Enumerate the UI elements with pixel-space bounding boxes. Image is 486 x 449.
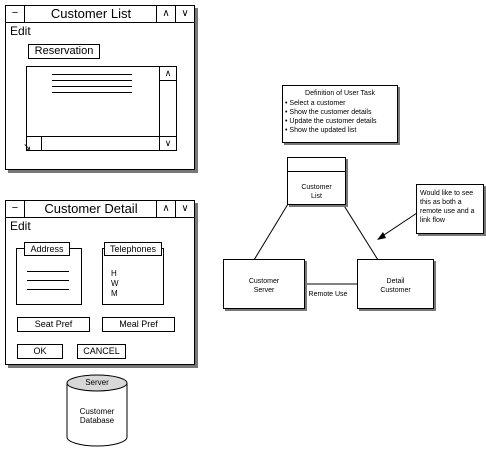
customer-database-icon: [66, 374, 128, 447]
database-server-label: Server: [85, 378, 109, 387]
user-task-item: • Select a customer: [285, 100, 346, 107]
user-task-item: • Update the customer details: [285, 118, 377, 125]
note-line: remote use and a: [420, 208, 475, 215]
scroll-down-icon[interactable]: ∨: [160, 136, 176, 150]
list-to-detail-connector: [342, 203, 379, 261]
customer-server-label-line1: Customer: [248, 278, 280, 285]
address-line[interactable]: [27, 289, 69, 290]
detail-customer-label-line1: Detail: [386, 278, 405, 285]
list-item[interactable]: [52, 74, 132, 75]
vertical-scrollbar[interactable]: ∧ ∨: [159, 67, 176, 150]
customer-listbox[interactable]: ∧ ∨: [26, 66, 177, 151]
node-divider: [288, 171, 345, 172]
seat-pref-button[interactable]: Seat Pref: [17, 317, 90, 332]
user-task-item: • Show the customer details: [285, 109, 372, 116]
customer-detail-titlebar: − Customer Detail ∧ ∨: [6, 201, 194, 218]
phone-type-mobile: M: [111, 289, 118, 298]
system-menu-button[interactable]: −: [6, 6, 25, 22]
user-task-item: • Show the updated list: [285, 127, 357, 134]
note-line: Would like to see: [420, 190, 474, 197]
minimize-icon[interactable]: ∨: [175, 201, 194, 217]
maximize-icon[interactable]: ∧: [156, 6, 175, 22]
window-title: Customer List: [50, 6, 132, 21]
horizontal-scrollbar[interactable]: [27, 136, 159, 150]
list-item[interactable]: [52, 80, 132, 81]
customer-list-titlebar: − Customer List ∧ ∨: [6, 6, 194, 23]
detail-customer-node: Detail Customer: [357, 259, 434, 309]
phone-type-home: H: [111, 269, 117, 278]
address-label: Address: [24, 242, 70, 256]
remote-use-label: Remote Use: [308, 291, 348, 298]
note-line: this as both a: [420, 199, 462, 206]
note-line: link flow: [420, 217, 445, 224]
cancel-button[interactable]: CANCEL: [77, 344, 126, 359]
scroll-up-icon[interactable]: ∧: [160, 67, 176, 81]
customer-list-node: Customer List: [287, 157, 346, 205]
menu-edit[interactable]: Edit: [10, 219, 31, 233]
list-to-server-connector: [253, 203, 289, 261]
menu-edit[interactable]: Edit: [10, 24, 31, 38]
address-line[interactable]: [27, 280, 69, 281]
telephones-label: Telephones: [104, 242, 162, 256]
address-line[interactable]: [27, 271, 69, 272]
meal-pref-button[interactable]: Meal Pref: [102, 317, 175, 332]
note-arrowhead: [377, 232, 386, 240]
note-box: Would like to see this as both a remote …: [416, 184, 484, 234]
reservation-button[interactable]: Reservation: [28, 44, 100, 59]
phone-type-work: W: [111, 279, 119, 288]
customer-list-label-line2: List: [311, 193, 322, 200]
scroll-left-box[interactable]: [27, 137, 42, 150]
note-arrow: [380, 212, 418, 238]
customer-list-label-line1: Customer: [301, 184, 332, 191]
database-label-line2: Database: [79, 416, 115, 425]
customer-list-window: − Customer List ∧ ∨ Edit Reservation ∧ ∨…: [5, 5, 195, 170]
user-task-definition-box: Definition of User Task • Select a custo…: [282, 85, 398, 143]
user-task-title: Definition of User Task: [305, 90, 375, 97]
customer-server-node: Customer Server: [223, 259, 305, 309]
window-title: Customer Detail: [44, 201, 138, 216]
ok-button[interactable]: OK: [17, 344, 63, 359]
list-item[interactable]: [52, 92, 132, 93]
customer-server-label-line2: Server: [253, 287, 275, 294]
maximize-icon[interactable]: ∧: [156, 201, 175, 217]
customer-detail-window: − Customer Detail ∧ ∨ Edit Address H W M…: [5, 200, 195, 365]
resize-cursor-icon: ↘: [23, 142, 32, 153]
system-menu-button[interactable]: −: [6, 201, 25, 217]
database-label-line1: Customer: [79, 407, 115, 416]
minimize-icon[interactable]: ∨: [175, 6, 194, 22]
list-item[interactable]: [52, 86, 132, 87]
detail-customer-label-line2: Customer: [380, 287, 411, 294]
